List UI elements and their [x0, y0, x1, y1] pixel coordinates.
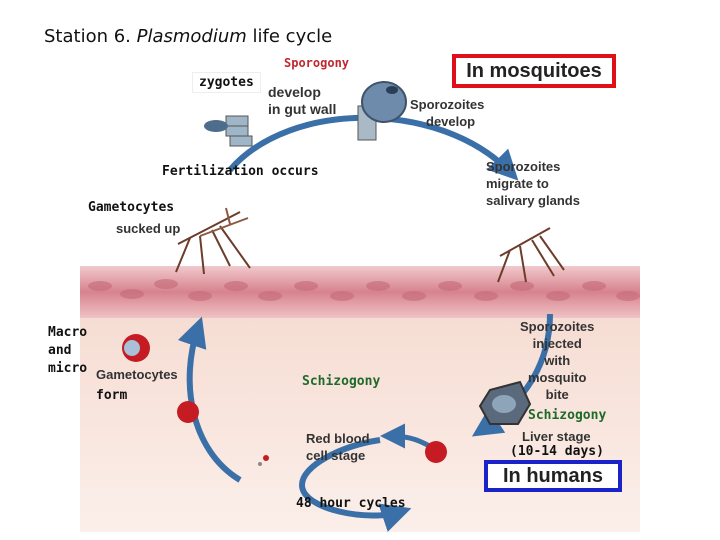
page-title: Station 6. Plasmodium life cycle [44, 26, 332, 47]
diagram-sucked-up: sucked up [116, 221, 181, 236]
title-prefix: Station 6. [44, 26, 131, 47]
label-gametocytes: Gametocytes [88, 200, 175, 215]
mosquito-host-label: In mosquitoes [466, 59, 602, 82]
mosquito-left [175, 207, 251, 275]
diagram-injected: Sporozoites injected with mosquito bite [520, 319, 595, 402]
label-schizogony-blood: Schizogony [302, 374, 381, 389]
life-cycle-illustration [80, 60, 640, 532]
label-schizogony-liver: Schizogony [528, 408, 607, 423]
label-macro-micro: Macro and micro [48, 325, 88, 376]
ookinete [204, 120, 228, 132]
skin-layer [80, 266, 640, 318]
human-host-box: In humans [484, 460, 622, 492]
diagram-develop-gut: develop in gut wall [268, 84, 337, 117]
diagram-rbc-stage: Red blood cell stage [306, 431, 370, 463]
blood-cycle-arrow [298, 437, 412, 532]
label-48-hour-cycles: 48 hour cycles [296, 496, 406, 511]
diagram-gametocytes: Gametocytes [96, 367, 178, 382]
title-genus: Plasmodium [136, 26, 247, 47]
mosquito-host-box: In mosquitoes [452, 54, 616, 88]
label-zygotes: zygotes [192, 72, 261, 93]
mosquito-zone [80, 60, 640, 266]
label-sporogony: Sporogony [278, 54, 356, 72]
label-liver-days: (10-14 days) [510, 444, 604, 459]
title-suffix: life cycle [252, 26, 333, 47]
label-fertilization: Fertilization occurs [162, 164, 319, 179]
diagram-sporozoites-develop: Sporozoites develop [410, 97, 485, 129]
human-host-label: In humans [502, 464, 603, 487]
mosquito-right [497, 227, 565, 283]
diagram-migrate: Sporozoites migrate to salivary glands [486, 159, 580, 208]
skin-cells [88, 279, 640, 301]
diagram-liver-stage: Liver stage [522, 429, 591, 444]
oocyst-stack [225, 115, 253, 147]
oocyst [357, 81, 407, 141]
label-form: form [96, 388, 128, 403]
liver-cell [478, 380, 532, 425]
red-blood-cells [122, 334, 447, 466]
